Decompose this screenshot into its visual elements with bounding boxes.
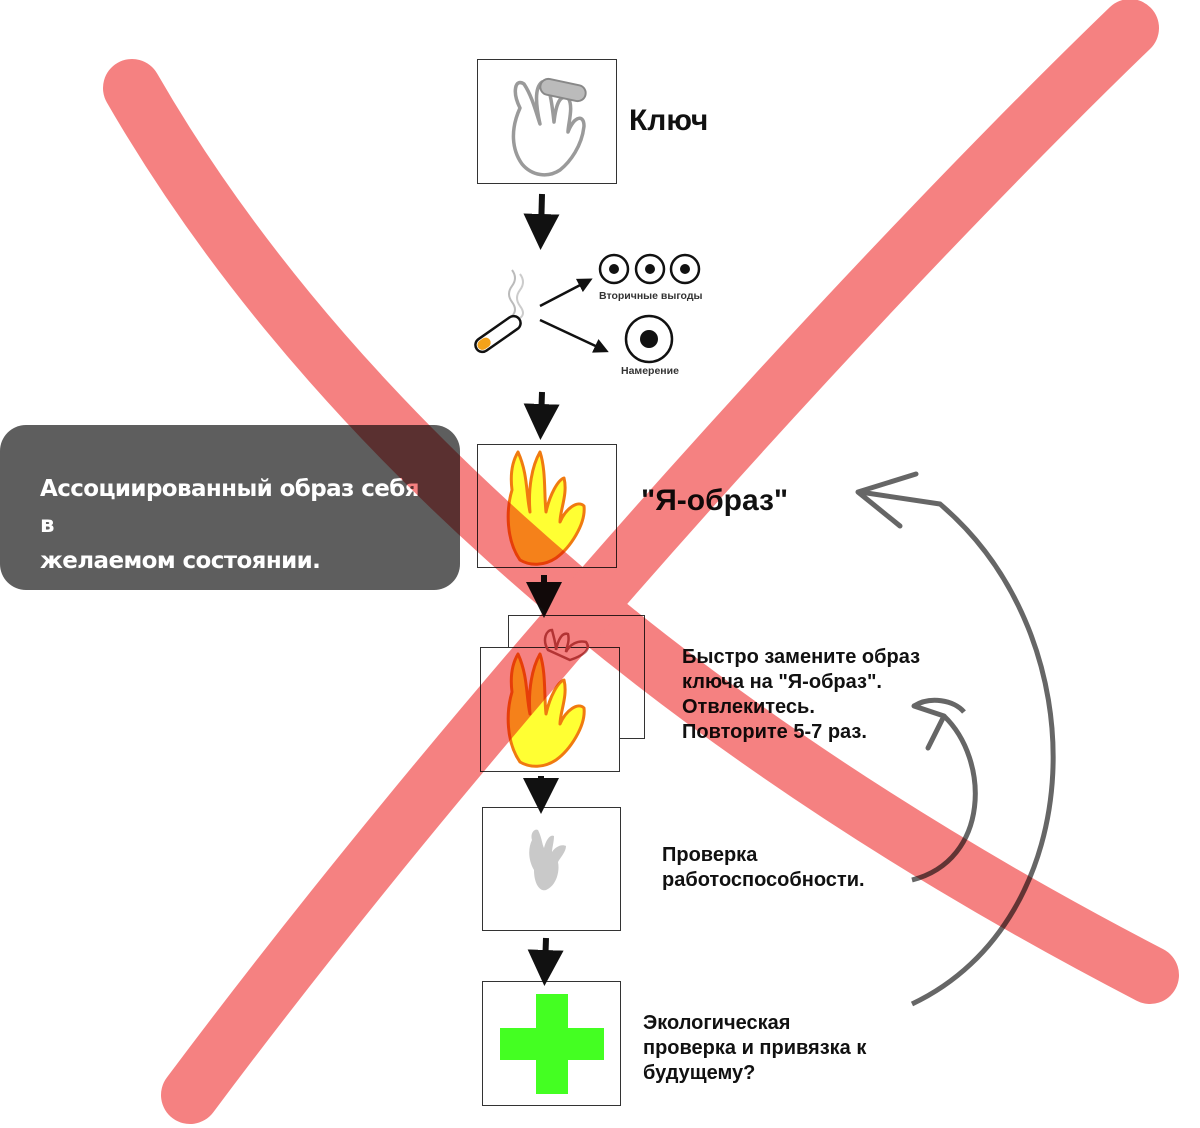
cross-stroke-a [103,59,1179,1004]
eco-instructions: Экологическая проверка и привязка к буду… [643,1011,866,1086]
test-instructions: Проверка работоспособности. [662,843,865,893]
eco-line: проверка и привязка к [643,1037,867,1059]
eco-line: Экологическая [643,1012,791,1034]
key-label: Ключ [629,104,709,137]
cross-stroke-b [161,0,1159,1124]
eco-line: будущему? [643,1062,756,1084]
tooltip-line: Ассоциированный образ себя в [40,476,419,538]
intention-label: Намерение [621,365,679,377]
swap-line: Быстро замените образ [682,646,921,668]
test-line: Проверка [662,844,758,866]
secondary-gains-label: Вторичные выгоды [599,290,703,302]
test-line: работоспособности. [662,869,865,891]
tooltip-line: желаемом состоянии. [40,548,321,574]
